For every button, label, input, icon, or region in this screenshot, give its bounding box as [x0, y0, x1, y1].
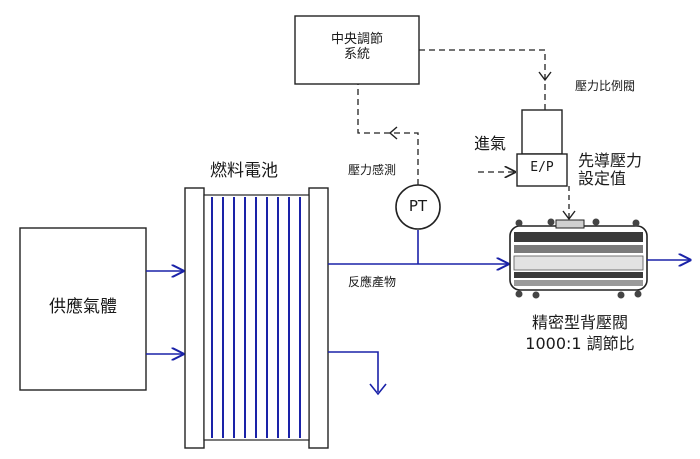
ep-text: E/P: [530, 160, 554, 175]
controller-label: 中央調節 系統: [295, 32, 419, 63]
pilot-setpoint-label: 先導壓力 設定值: [578, 151, 643, 189]
central-controller-box: [294, 15, 420, 85]
supply-gas-label: 供應氣體: [49, 297, 117, 317]
fuel-cell-stack: [184, 187, 329, 449]
reactants-label: 反應產物: [348, 275, 397, 289]
pilot-setpoint-line2: 設定值: [578, 169, 627, 189]
bpr-label: 精密型背壓閥 1000:1 調節比: [500, 313, 660, 355]
bpr-label-line2: 1000:1 調節比: [525, 333, 635, 353]
pilot-setpoint-line1: 先導壓力: [578, 151, 643, 170]
pt-signal-line: [357, 84, 419, 185]
bpr-label-line1: 精密型背壓閥: [531, 313, 628, 332]
back-pressure-regulator: [509, 218, 648, 299]
controller-label-line1: 中央調節: [330, 32, 383, 47]
proportional-valve-actuator: [521, 109, 563, 155]
ep-converter-box: [516, 153, 568, 187]
pressure-sensing-label: 壓力感測: [348, 163, 397, 177]
controller-signal-line: [419, 49, 546, 110]
inlet-gas-label: 進氣: [474, 134, 507, 153]
fuel-cell-label: 燃料電池: [210, 161, 278, 181]
exhaust-line: [328, 351, 379, 392]
pt-text: PT: [408, 197, 428, 215]
supply-gas-box: [19, 227, 147, 391]
controller-label-line2: 系統: [343, 46, 370, 62]
proportional-valve-label: 壓力比例閥: [575, 79, 636, 93]
